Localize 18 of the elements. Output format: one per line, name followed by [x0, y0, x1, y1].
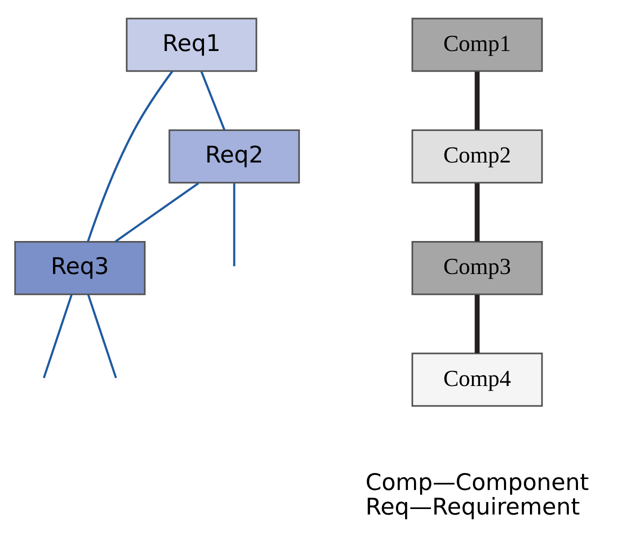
- connector: [474, 294, 480, 353]
- node-box: Req1: [126, 17, 258, 72]
- connector: [474, 182, 480, 241]
- connector: [474, 71, 480, 130]
- connector: [42, 294, 73, 378]
- connector: [114, 182, 200, 242]
- node-box: Comp2: [412, 128, 543, 184]
- connector: [87, 294, 117, 378]
- label: Comp—Component: [366, 470, 589, 496]
- node-box: Comp3: [412, 240, 543, 295]
- node-box: Req3: [14, 240, 146, 295]
- connector: [86, 70, 174, 242]
- connector: [200, 70, 226, 130]
- node-box: Req2: [168, 128, 300, 184]
- node-box: Comp4: [412, 352, 543, 406]
- connector: [233, 182, 236, 266]
- node-box: Comp1: [412, 17, 543, 72]
- label: Req—Requirement: [366, 494, 580, 520]
